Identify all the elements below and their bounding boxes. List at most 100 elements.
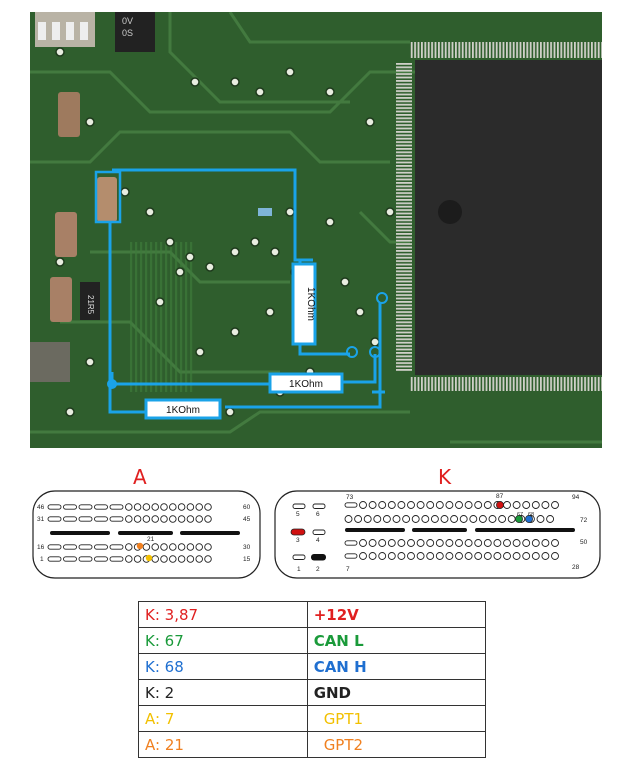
connector-pin xyxy=(474,501,483,509)
connector-pin xyxy=(445,539,454,547)
connector-a-bar-3 xyxy=(180,531,240,535)
connector-pin xyxy=(493,552,502,560)
connector-pin xyxy=(359,501,367,509)
connector-k-num-2: 2 xyxy=(316,566,320,573)
connector-pin xyxy=(421,515,430,523)
connector-pin xyxy=(397,501,406,509)
table-row: K: 2 GND xyxy=(138,679,487,706)
connector-pin xyxy=(177,515,186,523)
wiring-lines xyxy=(108,168,385,414)
connector-pin xyxy=(186,543,195,551)
connector-k-bar-2 xyxy=(412,528,467,532)
connector-pin xyxy=(47,516,62,522)
connector-k-num-94: 94 xyxy=(572,494,580,501)
pin-cell: A: 21 xyxy=(138,731,308,758)
pin-text: K: 67 xyxy=(145,631,184,650)
connector-pin xyxy=(373,515,382,523)
connector-a-num-31: 31 xyxy=(37,516,45,523)
connector-pin xyxy=(151,543,159,551)
connector-k-num-68: 68 xyxy=(528,512,534,518)
resistor-bottom: 1KOhm xyxy=(144,398,222,420)
connector-pin xyxy=(416,552,425,560)
connector-pin xyxy=(522,539,531,547)
pin-text: A: 7 xyxy=(145,709,175,728)
connector-pin xyxy=(541,501,550,509)
connector-pin xyxy=(133,515,142,523)
table-row: K: 68 CAN H xyxy=(138,653,487,680)
connector-pin xyxy=(169,515,177,523)
connector-pin xyxy=(344,502,358,508)
connector-pin xyxy=(359,539,367,547)
connector-pin xyxy=(344,515,353,523)
connector-pin xyxy=(435,501,444,509)
connector-pin xyxy=(493,539,502,547)
connector-pin xyxy=(204,503,212,511)
connector-pin xyxy=(169,543,177,551)
connector-pin xyxy=(142,503,151,511)
table-row: A: 7 GPT1 xyxy=(138,705,487,732)
connector-pin xyxy=(378,501,387,509)
pin-text: K: 2 xyxy=(145,683,175,702)
resistor-label-bottom: 1KOhm xyxy=(166,405,200,416)
connector-pin xyxy=(204,515,212,523)
connector-pin xyxy=(151,515,159,523)
connector-pin xyxy=(551,501,559,509)
connector-pin xyxy=(63,504,77,510)
table-row: K: 67 CAN L xyxy=(138,627,487,654)
connector-pin xyxy=(177,555,186,563)
pin-cell: K: 3,87 xyxy=(138,601,308,628)
connector-pin xyxy=(435,552,444,560)
connector-pin xyxy=(551,539,559,547)
connector-k-pin-68-marker xyxy=(525,515,533,523)
connector-a: 46 60 31 45 16 30 1 15 21 xyxy=(32,490,261,579)
connector-pin xyxy=(133,555,142,563)
connector-pin xyxy=(503,552,511,560)
connector-pin xyxy=(416,501,425,509)
connector-k-num-28: 28 xyxy=(572,564,580,571)
connector-pin xyxy=(464,501,473,509)
pin-text: K: 68 xyxy=(145,657,184,676)
connector-pin xyxy=(63,544,77,550)
connector-pin xyxy=(464,539,473,547)
solder-point-1 xyxy=(346,346,358,358)
connector-a-title: A xyxy=(133,465,147,489)
connector-pin xyxy=(109,544,124,550)
connector-pin xyxy=(47,504,62,510)
pcb-trace-bundle xyxy=(130,242,195,392)
connector-pin xyxy=(392,515,401,523)
connector-diagrams: 46 60 31 45 16 30 1 15 21 73 87 94 xyxy=(32,490,601,579)
connector-pin xyxy=(546,515,555,523)
connector-pin xyxy=(186,503,195,511)
connector-a-bar-2 xyxy=(118,531,173,535)
connector-pin xyxy=(455,501,463,509)
highlight-box xyxy=(94,170,122,224)
pin-cell: K: 2 xyxy=(138,679,308,706)
connector-pin xyxy=(541,539,550,547)
connector-a-num-30: 30 xyxy=(243,544,251,551)
connector-pin xyxy=(387,552,396,560)
connector-pin xyxy=(160,503,168,511)
connector-pin xyxy=(407,501,415,509)
connector-pin xyxy=(397,552,406,560)
connector-k-num-5: 5 xyxy=(296,511,300,518)
connector-pin xyxy=(407,552,415,560)
resistor-label-middle: 1KOhm xyxy=(289,379,323,390)
connector-pin xyxy=(344,540,358,546)
connector-k-pin-67-marker xyxy=(515,515,523,523)
connector-pin xyxy=(531,552,540,560)
signal-text: GPT2 xyxy=(323,735,364,754)
connector-pin xyxy=(63,556,77,562)
connector-pin xyxy=(94,504,108,510)
connector-pin xyxy=(469,515,478,523)
connector-pin xyxy=(344,553,358,559)
connector-pin xyxy=(78,504,93,510)
connector-pin xyxy=(478,515,487,523)
connector-pin xyxy=(426,552,435,560)
connector-k-num-67: 67 xyxy=(517,512,523,518)
connector-pin xyxy=(78,544,93,550)
connector-pin xyxy=(195,503,203,511)
connector-pin xyxy=(78,516,93,522)
connector-a-pin-7-marker xyxy=(145,554,153,562)
connector-pin xyxy=(125,555,133,563)
component-top-left: 0V 0S xyxy=(35,12,155,52)
